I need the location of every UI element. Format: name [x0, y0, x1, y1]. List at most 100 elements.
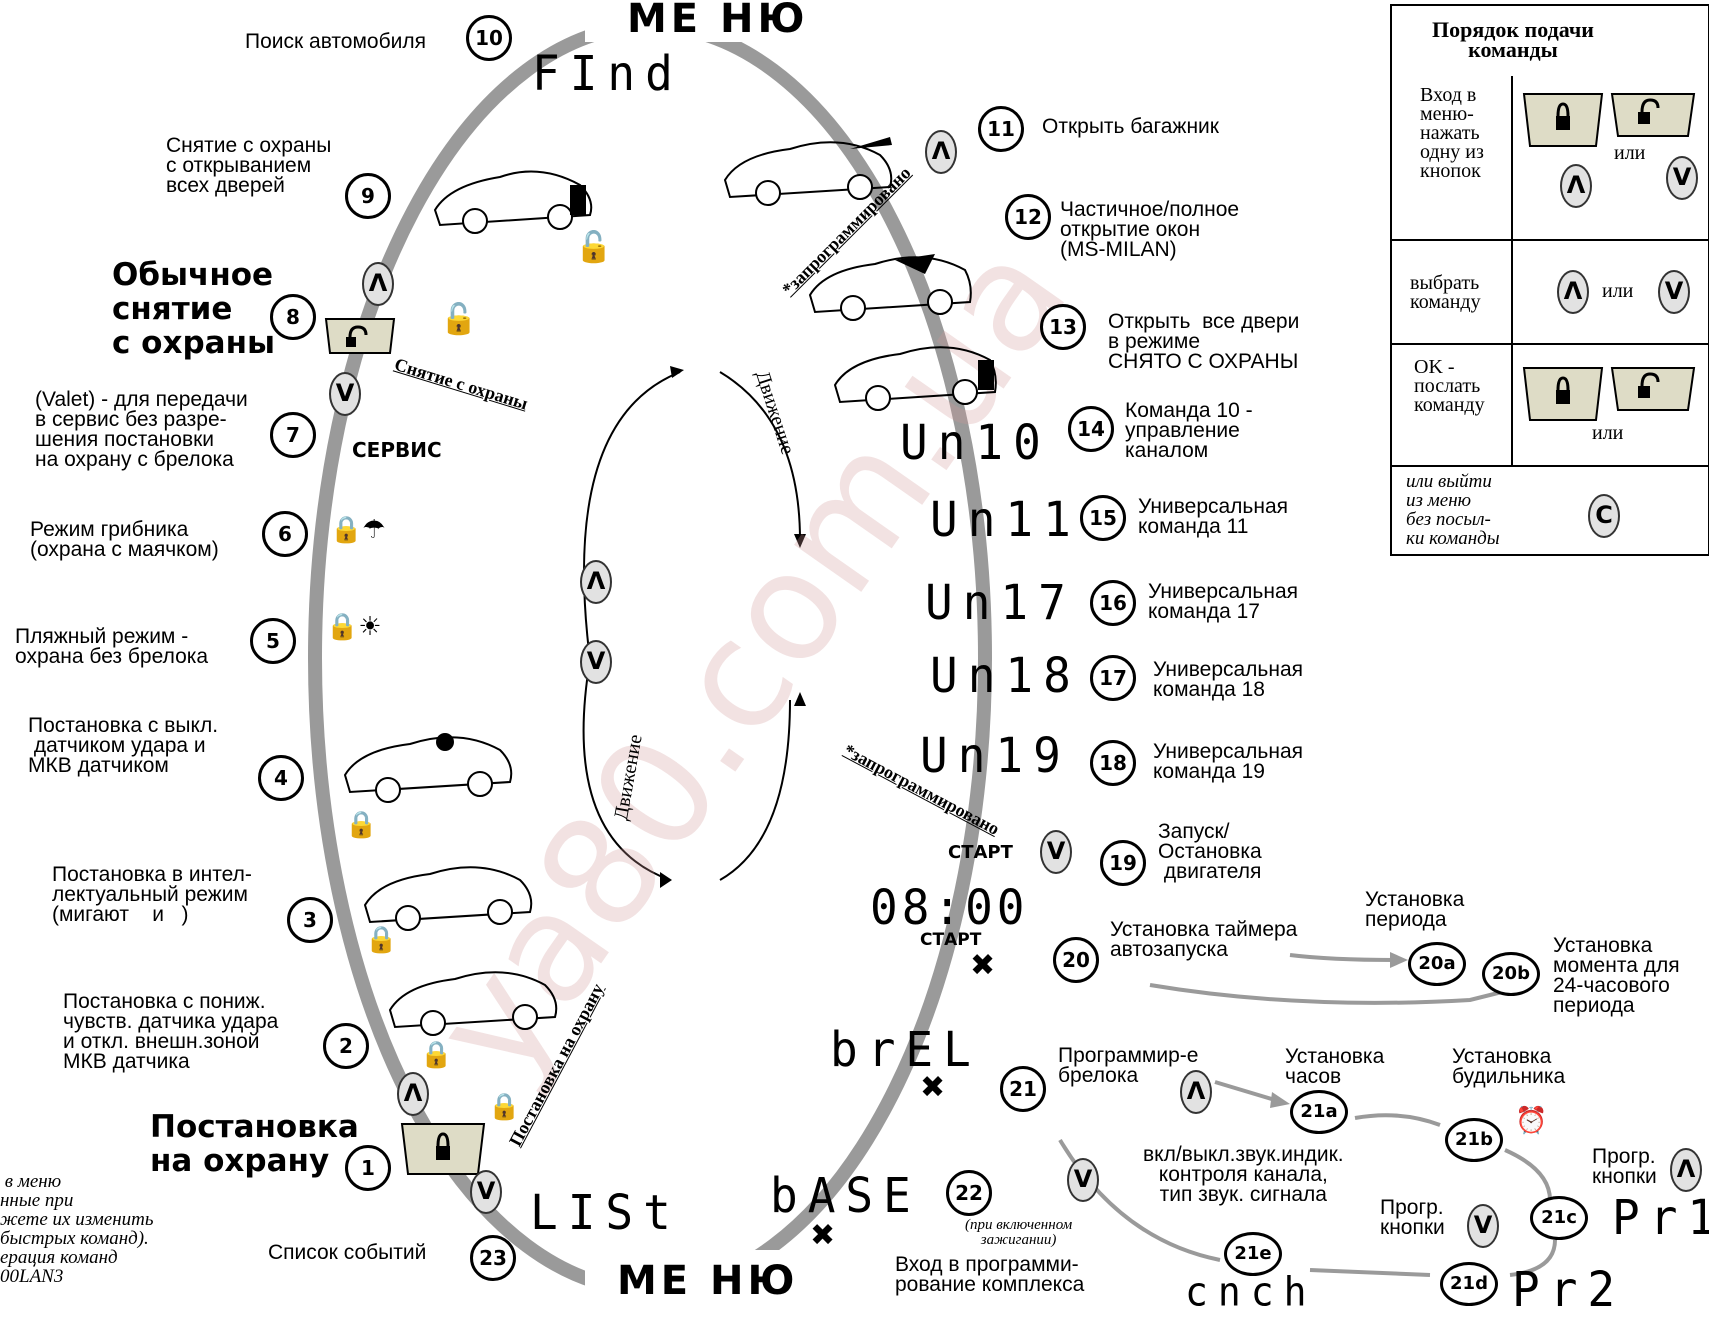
down-button-1[interactable]: V: [470, 1170, 502, 1214]
display-un17: Un17: [925, 573, 1076, 631]
legend-down-button-2[interactable]: V: [1658, 270, 1690, 314]
down-button-8[interactable]: V: [329, 372, 361, 416]
fob-lock-button-1[interactable]: [398, 1120, 488, 1178]
label-10: Поиск автомобиля: [245, 30, 426, 53]
up-button-8[interactable]: Λ: [362, 262, 394, 306]
label-21d: Прогр. кнопки: [1380, 1196, 1445, 1239]
badge-1: 1: [345, 1145, 391, 1191]
up-button-11[interactable]: Λ: [925, 130, 957, 174]
display-pr1: Pr1: [1612, 1188, 1709, 1246]
legend-c-button[interactable]: C: [1588, 494, 1620, 538]
legend-lock-button-3[interactable]: [1520, 364, 1606, 424]
tools-icon-22: ✖: [810, 1218, 836, 1253]
display-un10: Un10: [900, 413, 1051, 471]
label-12: Частичное/полное открытие окон (MS-MILAN…: [1060, 198, 1240, 261]
label-20: Установка таймера автозапуска: [1110, 918, 1298, 961]
alarm-clock-icon: ⏰: [1515, 1106, 1548, 1136]
label-7: (Valet) - для передачи в сервис без разр…: [35, 388, 248, 471]
display-find: FInd: [532, 44, 683, 102]
badge-20b: 20b: [1482, 952, 1540, 996]
badge-3: 3: [287, 897, 333, 943]
label-23: Список событий: [268, 1241, 427, 1264]
legend-lock-button-1[interactable]: [1520, 90, 1606, 150]
label-17: Универсальная команда 18: [1153, 658, 1304, 701]
label-20b: Установка момента для 24-часового период…: [1553, 934, 1680, 1017]
display-base: bASE: [770, 1166, 921, 1224]
lock-icon-2: 🔒: [420, 1040, 453, 1070]
up-button-21[interactable]: Λ: [1180, 1070, 1212, 1114]
display-un19: Un19: [920, 726, 1071, 784]
up-button-21c[interactable]: Λ: [1670, 1148, 1702, 1192]
label-19: Запуск/ Остановка двигателя: [1158, 820, 1262, 883]
legend-row4-label: или выйти из меню без посыл- ки команды: [1406, 471, 1500, 549]
badge-9: 9: [345, 173, 391, 219]
badge-6: 6: [262, 511, 308, 557]
badge-21c: 21c: [1530, 1196, 1588, 1240]
legend-unlock-button-1[interactable]: [1608, 90, 1698, 140]
lock-icon-4: 🔒: [345, 810, 378, 840]
legend-unlock-button-3[interactable]: [1608, 364, 1698, 414]
display-un11: Un11: [930, 490, 1081, 548]
legend-row2-label: выбрать команду: [1410, 272, 1481, 313]
legend-row2-or: или: [1602, 280, 1634, 302]
fob-unlock-button-8[interactable]: [322, 315, 398, 357]
badge-7: 7: [270, 412, 316, 458]
badge-5: 5: [250, 618, 296, 664]
display-un18: Un18: [930, 646, 1081, 704]
label-13: Открыть все двери в режиме СНЯТО С ОХРАН…: [1108, 310, 1300, 373]
legend-title: Порядок подачи команды: [1432, 17, 1594, 62]
car-icon-2: [388, 971, 558, 1036]
badge-21e: 21e: [1224, 1232, 1282, 1276]
label-21: Программир-е брелока: [1058, 1044, 1199, 1087]
label-8: Обычное снятие с охраны: [112, 257, 276, 361]
label-21c: Прогр. кнопки: [1592, 1145, 1657, 1188]
legend-box: Порядок подачи команды Вход в меню- нажа…: [1390, 4, 1709, 556]
label-5: Пляжный режим - охрана без брелока: [15, 625, 209, 668]
service-display: СЕРВИС: [352, 438, 442, 462]
badge-20a: 20a: [1408, 942, 1466, 986]
legend-row3-label: OK - послать команду: [1414, 356, 1485, 416]
label-21b: Установка будильника: [1452, 1045, 1566, 1088]
label-22: Вход в программи- рование комплекса: [895, 1253, 1085, 1296]
legend-down-button-1[interactable]: V: [1666, 156, 1698, 200]
label-1: Постановка на охрану: [150, 1109, 359, 1179]
badge-17: 17: [1090, 655, 1136, 701]
menu-title-bottom: МЕ НЮ: [617, 1258, 799, 1304]
down-button-21d[interactable]: V: [1467, 1204, 1499, 1248]
lock-icon-1: 🔒: [488, 1092, 521, 1122]
tools-icon-21: ✖: [920, 1070, 946, 1105]
badge-21d: 21d: [1440, 1262, 1498, 1306]
lock-sun-icon: 🔒☀: [326, 612, 382, 642]
legend-up-button-2[interactable]: Λ: [1557, 270, 1589, 314]
down-button-21[interactable]: V: [1067, 1158, 1099, 1202]
car-icon-12: [808, 254, 972, 321]
up-button-center[interactable]: Λ: [580, 560, 612, 604]
down-button-19[interactable]: V: [1040, 830, 1072, 874]
menu-title-top: МЕ НЮ: [627, 0, 809, 42]
badge-21b: 21b: [1445, 1118, 1503, 1162]
label-11: Открыть багажник: [1042, 115, 1219, 138]
badge-12: 12: [1005, 194, 1051, 240]
tools-icon-20: ✖: [970, 948, 996, 983]
lock-mushroom-icon: 🔒☂: [330, 515, 386, 545]
label-21a: Установка часов: [1285, 1045, 1385, 1088]
badge-22: 22: [946, 1170, 992, 1216]
car-icon-13: [833, 346, 997, 411]
label-2: Постановка с пониж. чувств. датчика удар…: [63, 990, 279, 1073]
badge-23: 23: [470, 1235, 516, 1281]
up-button-1[interactable]: Λ: [397, 1072, 429, 1116]
legend-grid: [1392, 76, 1708, 467]
display-pr2: Pr2: [1512, 1260, 1626, 1318]
label-14: Команда 10 - управление каналом: [1125, 399, 1253, 462]
legend-row1-or: или: [1614, 142, 1646, 164]
badge-18: 18: [1090, 740, 1136, 786]
badge-19: 19: [1100, 840, 1146, 886]
down-button-center[interactable]: V: [580, 640, 612, 684]
badge-13: 13: [1040, 304, 1086, 350]
badge-4: 4: [258, 755, 304, 801]
unlock-icon-8: 🔓: [440, 302, 478, 337]
legend-row1-label: Вход в меню- нажать одну из кнопок: [1420, 84, 1484, 182]
label-9: Снятие с охраны с открыванием всех двере…: [166, 134, 332, 197]
legend-up-button-1[interactable]: Λ: [1560, 164, 1592, 208]
